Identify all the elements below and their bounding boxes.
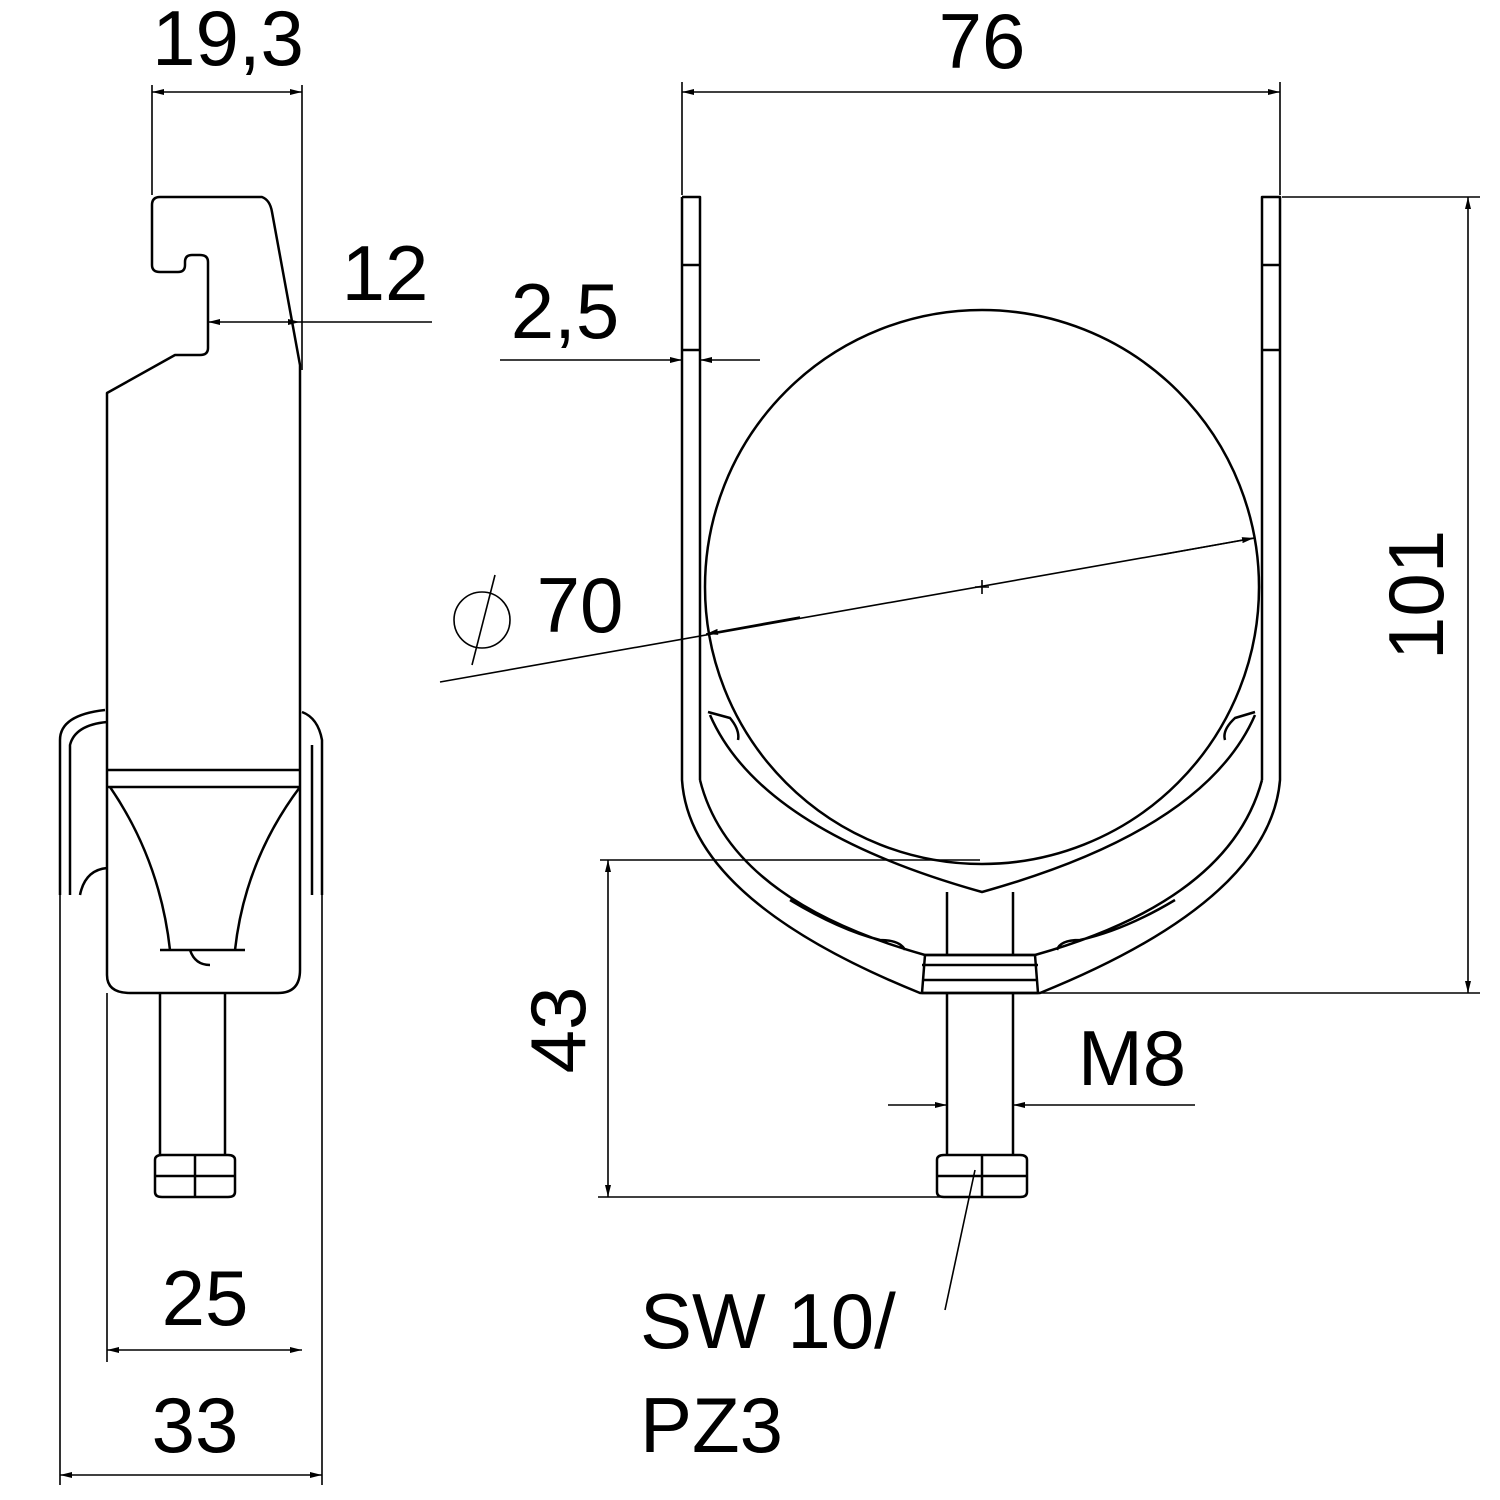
dim-inner-width: 25 [162, 1254, 249, 1342]
dim-height: 101 [1372, 530, 1460, 660]
clip-body-outline [105, 195, 302, 995]
clip-saddle [107, 768, 301, 967]
dim-thickness: 2,5 [511, 267, 619, 355]
diameter-symbol [453, 591, 511, 649]
pipe-circle [703, 308, 1261, 866]
tool-label-line1: SW 10/ [640, 1277, 896, 1365]
dim-diameter: 70 [537, 561, 624, 649]
clamp-outer [680, 195, 1282, 995]
side-view [58, 195, 324, 1199]
dim-hook-depth: 12 [342, 229, 429, 317]
dim-width: 76 [939, 0, 1026, 85]
bolt-shaft-side [158, 993, 227, 1155]
hex-nut-side [153, 1153, 237, 1199]
front-view [680, 195, 1282, 1199]
bolt-base [920, 953, 1040, 995]
outer-clamp-left [58, 708, 108, 896]
dim-top-width: 19,3 [152, 0, 304, 82]
outer-clamp-right [301, 710, 324, 895]
tool-label-line2: PZ3 [640, 1381, 783, 1469]
dim-bolt-height: 43 [514, 987, 602, 1074]
dimension-labels: 19,3 12 25 33 76 2,5 70 101 43 M8 SW 10/… [152, 0, 1460, 1469]
bolt-shaft-front [945, 892, 1015, 1155]
dimensions [59, 82, 1480, 1485]
hex-nut-front [935, 1153, 1029, 1199]
clamp-inner-band [698, 710, 1264, 957]
dim-outer-width: 33 [152, 1381, 239, 1469]
dim-thread: M8 [1078, 1014, 1186, 1102]
